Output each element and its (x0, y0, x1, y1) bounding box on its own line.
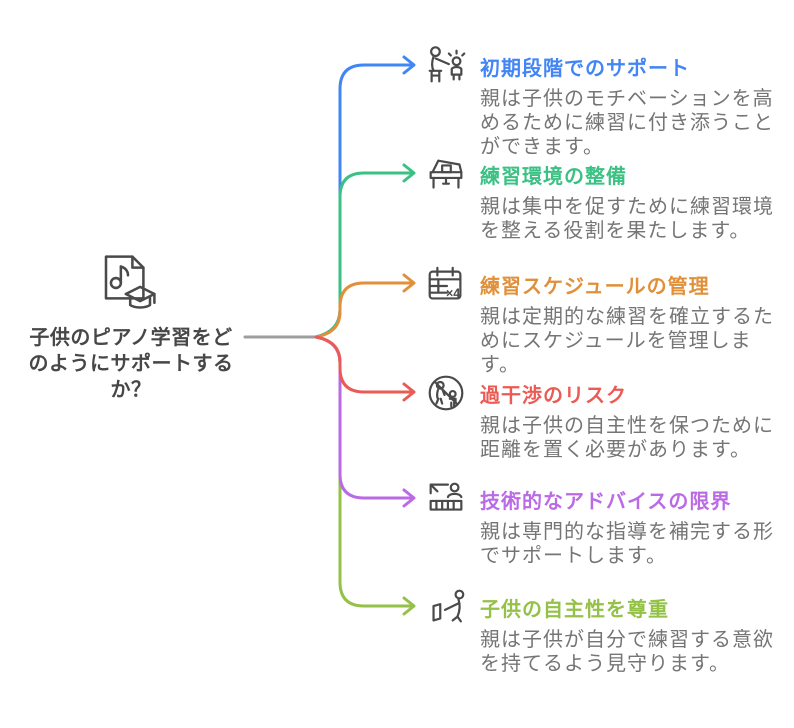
keyboard-person-icon (422, 475, 470, 523)
branch-title-6: 子供の自主性を尊重 (480, 599, 669, 621)
branch-line-3 (314, 273, 416, 339)
branch-line-6 (314, 335, 416, 616)
no-interference-icon (422, 369, 470, 417)
branch-title-3: 練習スケジュールの管理 (480, 276, 710, 298)
branch-title-2: 練習環境の整備 (480, 166, 627, 188)
branch-line-2 (314, 163, 416, 339)
branch-title-1: 初期段階でのサポート (480, 58, 690, 80)
branch-body-1: 親は子供のモチベーションを高 めるために練習に付き添うこと ができます。 (480, 88, 774, 158)
branch-title-4: 過干渉のリスク (480, 385, 627, 407)
child-practicing-icon (422, 583, 470, 631)
grand-piano-icon (422, 152, 470, 200)
calendar-x4-icon: ×4 (422, 262, 470, 310)
root-node-icon-box (95, 250, 161, 316)
branch-title-5: 技術的なアドバイスの限界 (480, 491, 732, 513)
branch-body-5: 親は専門的な指導を補完する形 でサポートします。 (480, 521, 774, 567)
branch-body-6: 親は子供が自分で練習する意欲 を持てるよう見守ります。 (480, 629, 774, 675)
root-question-label: 子供のピアノ学習をど のようにサポートする か？ (28, 327, 234, 401)
branch-body-3: 親は定期的な練習を確立するた めにスケジュールを管理しま す。 (480, 306, 774, 376)
branch-line-1 (314, 55, 416, 339)
branch-body-4: 親は子供の自主性を保つために 距離を置く必要があります。 (480, 415, 774, 461)
sheet-music-graduation-icon (104, 255, 156, 309)
parent-helping-child-icon (422, 42, 470, 90)
branch-line-4 (314, 335, 416, 402)
branch-body-2: 親は集中を促すために練習環境 を整える役割を果たします。 (480, 196, 774, 242)
svg-text:×4: ×4 (446, 287, 460, 301)
branch-line-5 (314, 335, 416, 508)
